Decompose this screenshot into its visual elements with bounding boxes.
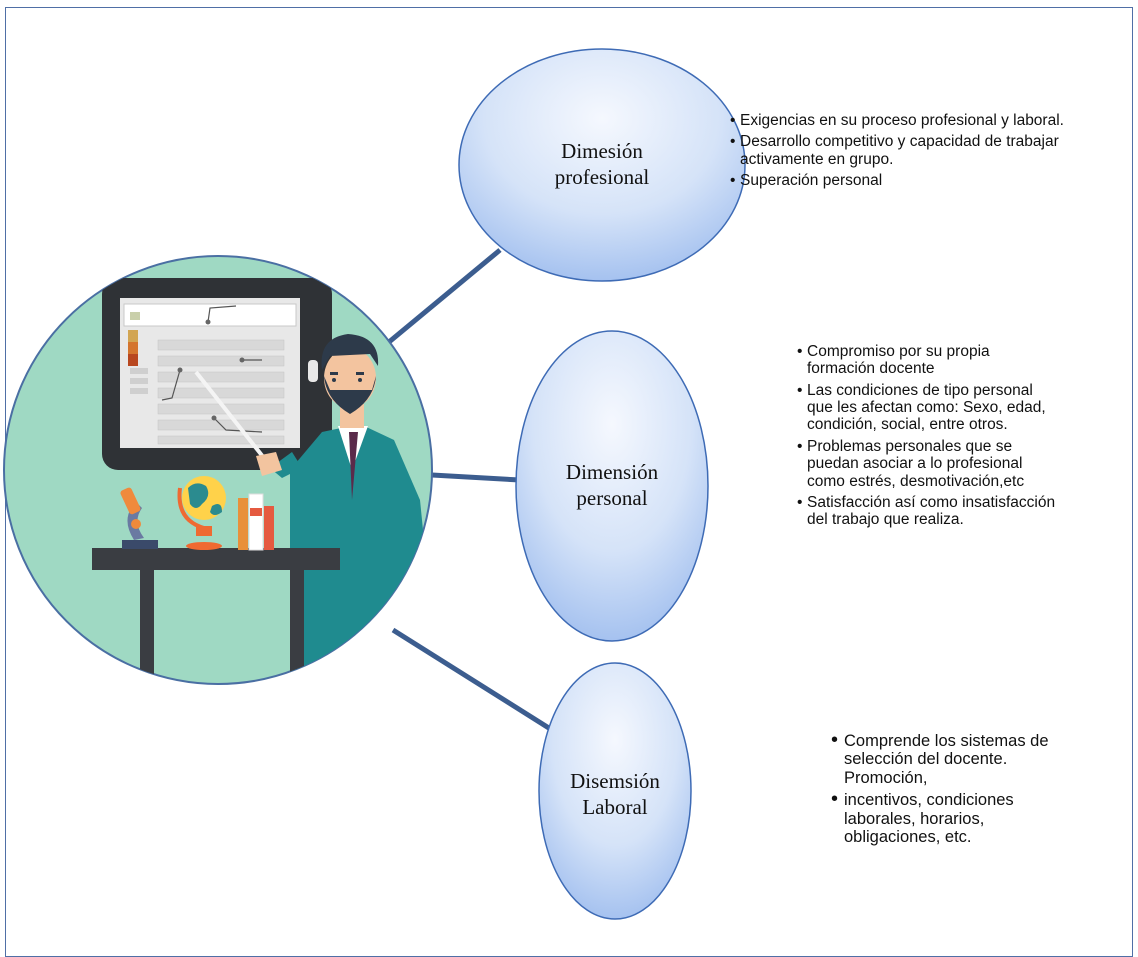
connector-profesional	[375, 248, 502, 354]
bullet-item: Satisfacción así como insatisfacción del…	[797, 494, 1059, 529]
node-laboral-shape	[538, 662, 692, 920]
bullets-personal: Compromiso por su propia formación docen…	[797, 343, 1059, 533]
node-personal-label: Dimensión personal	[565, 460, 659, 511]
diagram-canvas	[3, 48, 746, 920]
bullets-laboral: Comprende los sistemas de selección del …	[831, 729, 1070, 851]
bullet-item: Las condiciones de tipo personal que les…	[797, 382, 1059, 434]
bullet-item: Comprende los sistemas de selección del …	[831, 729, 1070, 787]
connector-personal	[431, 472, 521, 483]
bullet-item: Exigencias en su proceso profesional y l…	[730, 112, 1102, 130]
node-profesional-label: Dimesión profesional	[554, 139, 650, 190]
teacher-illustration	[3, 255, 433, 685]
bullet-item: Desarrollo competitivo y capacidad de tr…	[730, 133, 1102, 168]
node-personal-shape	[515, 330, 709, 642]
bullet-item: incentivos, condiciones laborales, horar…	[831, 788, 1070, 846]
connector-laboral	[391, 627, 554, 733]
bullet-item: Superación personal	[730, 172, 1102, 190]
bullet-item: Problemas personales que se puedan asoci…	[797, 438, 1059, 490]
bullets-profesional: Exigencias en su proceso profesional y l…	[730, 112, 1102, 193]
node-laboral-label: Disemsión Laboral	[570, 769, 660, 820]
bullet-item: Compromiso por su propia formación docen…	[797, 343, 1059, 378]
